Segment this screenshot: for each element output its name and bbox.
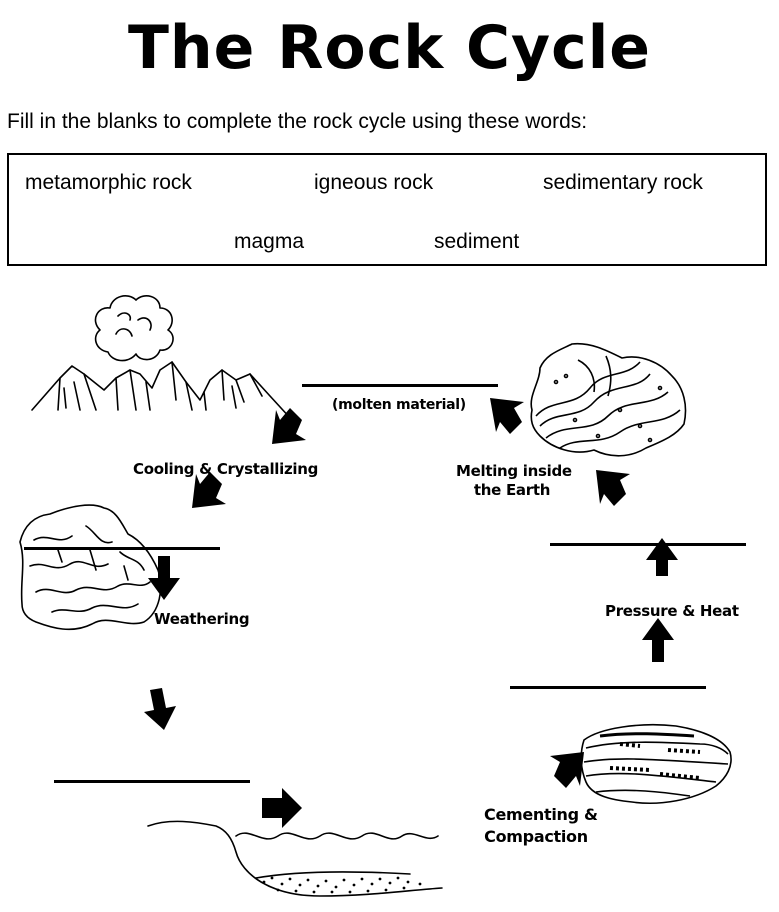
label-molten-material: (molten material) xyxy=(332,397,466,413)
volcano-icon xyxy=(31,295,293,421)
label-cooling-crystallizing: Cooling & Crystallizing xyxy=(133,460,319,478)
blank-sediment xyxy=(54,780,250,783)
word-sedimentary-rock: sedimentary rock xyxy=(543,171,703,194)
sedimentary-rock-icon xyxy=(580,723,732,805)
metamorphic-rock-icon xyxy=(530,342,687,457)
sediment-dots xyxy=(262,876,422,894)
instructions: Fill in the blanks to complete the rock … xyxy=(7,110,588,133)
sediment-water-icon xyxy=(147,820,443,897)
page-title: The Rock Cycle xyxy=(128,13,651,83)
diagram-drawings xyxy=(19,295,732,897)
label-weathering: Weathering xyxy=(154,610,250,628)
label-cementing-line2: Compaction xyxy=(484,827,588,846)
label-cementing-compaction: Cementing & Compaction xyxy=(484,804,598,848)
word-magma: magma xyxy=(234,230,305,253)
blank-igneous-rock xyxy=(24,547,220,550)
arrow-icon xyxy=(144,398,678,828)
rock-cycle-diagram: (molten material) Cooling & Crystallizin… xyxy=(0,270,779,912)
word-igneous-rock: igneous rock xyxy=(314,171,434,194)
label-pressure-heat: Pressure & Heat xyxy=(605,602,739,620)
blank-metamorphic-rock xyxy=(550,543,746,546)
label-melting: Melting inside the Earth xyxy=(456,462,572,500)
word-metamorphic-rock: metamorphic rock xyxy=(25,171,192,194)
igneous-rock-icon xyxy=(19,504,162,631)
label-melting-line2: the Earth xyxy=(473,481,551,499)
blank-magma xyxy=(302,384,498,387)
label-cementing-line1: Cementing & xyxy=(484,805,598,824)
word-sediment: sediment xyxy=(434,230,520,253)
word-bank: metamorphic rock igneous rock sedimentar… xyxy=(7,153,767,266)
blank-sedimentary-rock xyxy=(510,686,706,689)
label-melting-line1: Melting inside xyxy=(456,462,572,480)
